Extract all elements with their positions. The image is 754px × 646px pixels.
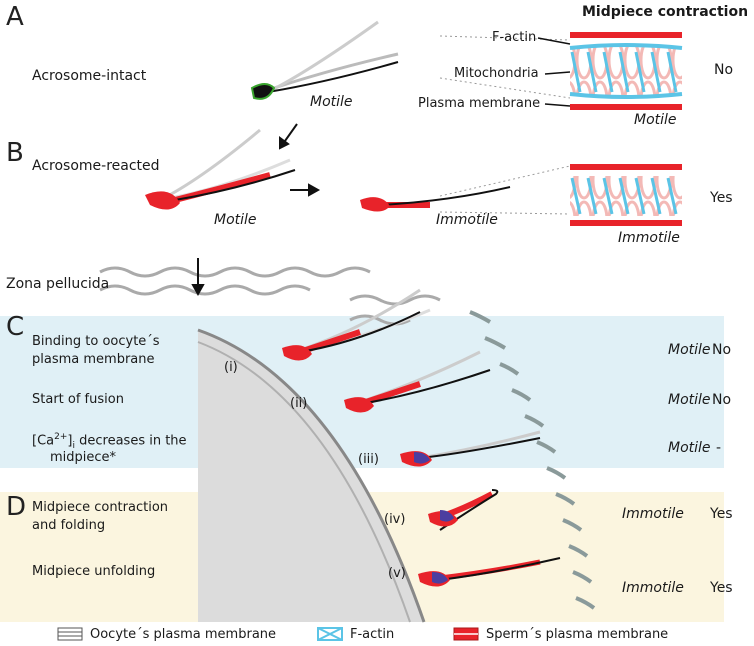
sperm-c-i	[282, 288, 431, 361]
panel-c-background	[0, 316, 724, 468]
d-row1-contraction: Yes	[710, 506, 733, 522]
d-row1-roman: (iv)	[384, 512, 406, 527]
arrows	[191, 123, 321, 297]
label-mitochondria: Mitochondria	[454, 66, 539, 81]
c-row2-motility: Motile	[668, 392, 711, 408]
c-row2-contraction: No	[712, 392, 732, 408]
sperm-c-ii	[344, 350, 491, 413]
panel-letter-b: B	[6, 138, 24, 168]
d-row1-motility: Immotile	[622, 506, 684, 522]
c-row1-motility: Motile	[668, 342, 711, 358]
motility-b-left: Motile	[214, 212, 257, 228]
label-zona-pellucida: Zona pellucida	[6, 276, 110, 292]
sperm-b-right	[360, 165, 571, 215]
d-row2-motility: Immotile	[622, 580, 684, 596]
d-row2-roman: (v)	[388, 566, 406, 581]
sperm-d-v	[418, 557, 561, 587]
c-row1-label1: Binding to oocyte´s	[32, 334, 160, 349]
motility-a: Motile	[310, 94, 353, 110]
panel-letter-a: A	[6, 2, 24, 32]
c-row1-contraction: No	[712, 342, 732, 358]
sperm-a	[250, 20, 571, 100]
state-acrosome-intact: Acrosome-intact	[32, 68, 147, 84]
inset-b-motility: Immotile	[618, 230, 680, 246]
state-acrosome-reacted: Acrosome-reacted	[32, 158, 160, 174]
d-row2-contraction: Yes	[710, 580, 733, 596]
panel-letter-c: C	[6, 312, 25, 342]
zona-dashes	[469, 310, 596, 610]
c-row1-label2: plasma membrane	[32, 352, 155, 367]
label-plasma-membrane: Plasma membrane	[418, 96, 541, 111]
c-row1-roman: (i)	[224, 360, 238, 375]
panel-letter-d: D	[6, 492, 27, 522]
motility-b-right: Immotile	[436, 212, 498, 228]
header-title: Midpiece contraction	[582, 4, 749, 20]
zona-pellucida	[99, 266, 441, 326]
d-row1-label2: and folding	[32, 518, 106, 533]
c-row3-contraction: -	[716, 440, 722, 456]
c-row3-label1: [Ca2+]i decreases in the	[32, 432, 187, 451]
legend-sperm: Sperm´s plasma membrane	[486, 627, 669, 642]
sperm-d-iv	[428, 489, 499, 531]
c-row3-motility: Motile	[668, 440, 711, 456]
inset-a	[537, 32, 683, 110]
oocyte	[197, 328, 426, 623]
contraction-a: No	[714, 62, 734, 78]
d-row2-label1: Midpiece unfolding	[32, 564, 156, 579]
c-row2-roman: (ii)	[290, 396, 308, 411]
sperm-b-left	[145, 128, 296, 210]
contraction-b: Yes	[710, 190, 733, 206]
legend-swatches	[57, 627, 479, 641]
c-row3-roman: (iii)	[358, 452, 379, 467]
c-row2-label1: Start of fusion	[32, 392, 124, 407]
inset-a-motility: Motile	[634, 112, 677, 128]
legend-oocyte: Oocyte´s plasma membrane	[90, 627, 277, 642]
legend-factin: F-actin	[350, 627, 395, 642]
d-row1-label1: Midpiece contraction	[32, 500, 169, 515]
c-row3-label2: midpiece*	[50, 450, 117, 465]
label-factin: F-actin	[492, 30, 537, 45]
inset-b	[570, 164, 682, 226]
sperm-c-iii	[400, 430, 541, 467]
